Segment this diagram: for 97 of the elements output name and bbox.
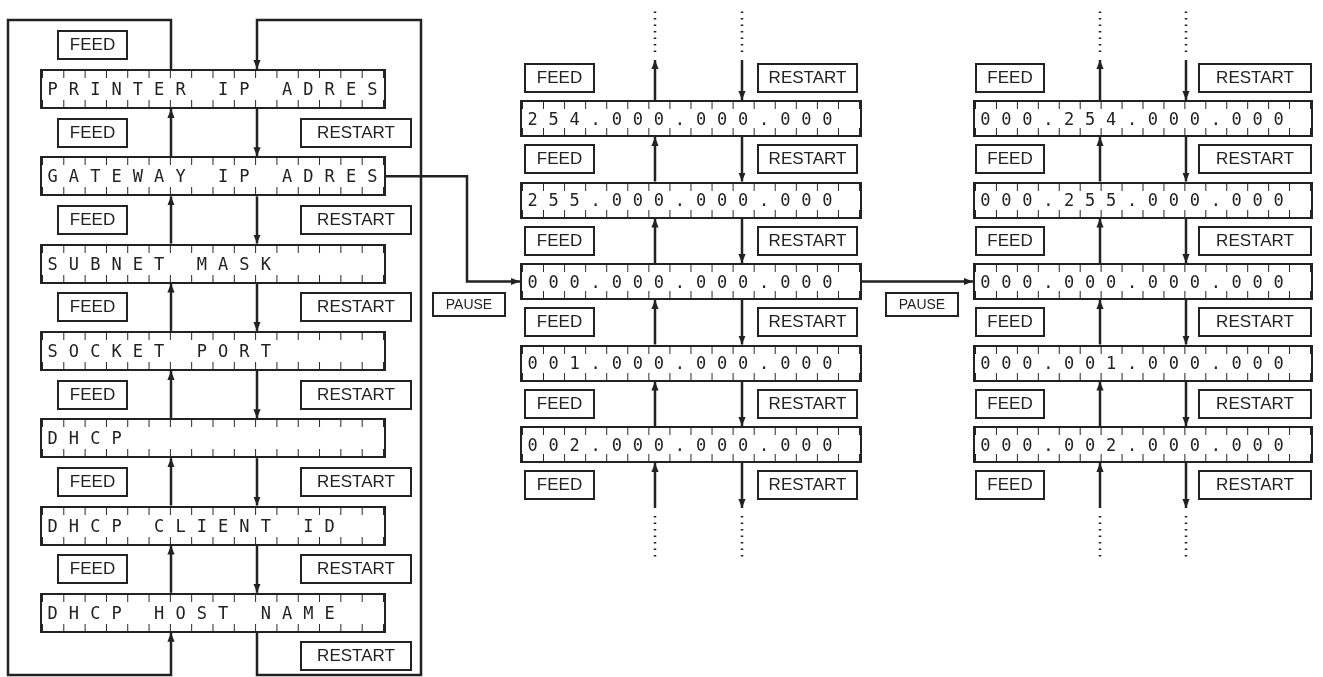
lcd-display: 000.001.000.000	[973, 344, 1313, 382]
arrow	[1182, 60, 1190, 100]
arrow	[253, 283, 261, 331]
key-label: RESTART	[757, 225, 858, 256]
arrow	[1096, 218, 1104, 263]
key-label: PAUSE	[885, 291, 959, 317]
key-label: RESTART	[757, 388, 858, 419]
key-label: FEED	[524, 307, 595, 338]
arrow	[253, 370, 261, 419]
key-label: RESTART	[1198, 388, 1312, 419]
lcd-display: DHCP CLIENT ID	[40, 505, 386, 546]
arrow	[253, 545, 261, 593]
lcd-display: SUBNET MASK	[40, 243, 386, 284]
lcd-display: 000.002.000.000	[973, 426, 1313, 463]
key-label: RESTART	[300, 554, 412, 585]
arrow	[167, 545, 175, 593]
key-label: RESTART	[300, 641, 412, 672]
key-label: FEED	[524, 144, 595, 175]
key-label: FEED	[57, 117, 128, 148]
key-label: FEED	[975, 225, 1045, 256]
lcd-display: 002.000.000.000	[520, 426, 862, 463]
lcd-display: GATEWAY IP ADRES	[40, 156, 386, 197]
arrow	[253, 458, 261, 506]
arrow	[738, 60, 746, 100]
key-label: FEED	[975, 307, 1045, 338]
arrow	[862, 277, 973, 286]
key-label: RESTART	[1198, 225, 1312, 256]
key-label: FEED	[57, 466, 128, 497]
lcd-display: 000.000.000.000	[520, 263, 862, 300]
lcd-display: 000.255.000.000	[973, 181, 1313, 219]
arrow	[1096, 300, 1104, 345]
arrow	[651, 137, 659, 182]
arrow	[1096, 381, 1104, 426]
arrow	[1182, 218, 1190, 263]
key-label: FEED	[57, 379, 128, 410]
lcd-display: 255.000.000.000	[520, 181, 862, 219]
key-label: FEED	[975, 388, 1045, 419]
key-label: FEED	[524, 62, 595, 93]
arrow	[6, 18, 175, 677]
lcd-display: PRINTER IP ADRES	[40, 69, 386, 109]
key-label: RESTART	[300, 379, 412, 410]
arrow	[1182, 381, 1190, 426]
arrow	[167, 283, 175, 331]
arrow	[738, 463, 746, 508]
arrow	[738, 137, 746, 182]
key-label: PAUSE	[432, 291, 506, 317]
arrow	[167, 109, 175, 157]
key-label: FEED	[524, 225, 595, 256]
arrow	[1096, 137, 1104, 182]
arrow	[651, 300, 659, 345]
arrow	[253, 109, 261, 157]
key-label: FEED	[975, 62, 1045, 93]
lcd-display: SOCKET PORT	[40, 330, 386, 371]
key-label: RESTART	[757, 144, 858, 175]
key-label: RESTART	[1198, 62, 1312, 93]
arrow	[651, 218, 659, 263]
key-label: RESTART	[1198, 307, 1312, 338]
arrow	[1182, 300, 1190, 345]
arrow	[738, 381, 746, 426]
key-label: FEED	[57, 554, 128, 585]
arrow	[167, 196, 175, 244]
key-label: RESTART	[300, 466, 412, 497]
arrow	[167, 370, 175, 419]
key-label: RESTART	[300, 204, 412, 235]
lcd-display: DHCP HOST NAME	[40, 592, 386, 633]
arrow	[1182, 463, 1190, 508]
arrow	[651, 381, 659, 426]
lcd-display: DHCP	[40, 418, 386, 459]
key-label: FEED	[975, 144, 1045, 175]
arrow	[738, 300, 746, 345]
arrow	[167, 458, 175, 506]
arrow	[651, 60, 659, 100]
key-label: RESTART	[300, 117, 412, 148]
key-label: RESTART	[1198, 144, 1312, 175]
key-label: FEED	[524, 388, 595, 419]
lcd-display: 000.000.000.000	[973, 263, 1313, 300]
arrow	[253, 18, 423, 677]
key-label: RESTART	[757, 470, 858, 501]
arrow	[738, 218, 746, 263]
arrow	[1182, 137, 1190, 182]
key-label: FEED	[975, 470, 1045, 501]
key-label: FEED	[57, 30, 128, 61]
arrow	[651, 463, 659, 508]
arrow	[1096, 60, 1104, 100]
arrow	[386, 175, 520, 286]
key-label: FEED	[57, 292, 128, 323]
arrow	[253, 196, 261, 244]
key-label: RESTART	[1198, 470, 1312, 501]
lcd-display: 000.254.000.000	[973, 100, 1313, 137]
lcd-display: 254.000.000.000	[520, 100, 862, 137]
key-label: RESTART	[757, 307, 858, 338]
key-label: RESTART	[300, 292, 412, 323]
arrow	[1096, 463, 1104, 508]
key-label: FEED	[524, 470, 595, 501]
lcd-display: 001.000.000.000	[520, 344, 862, 382]
key-label: RESTART	[757, 62, 858, 93]
key-label: FEED	[57, 204, 128, 235]
